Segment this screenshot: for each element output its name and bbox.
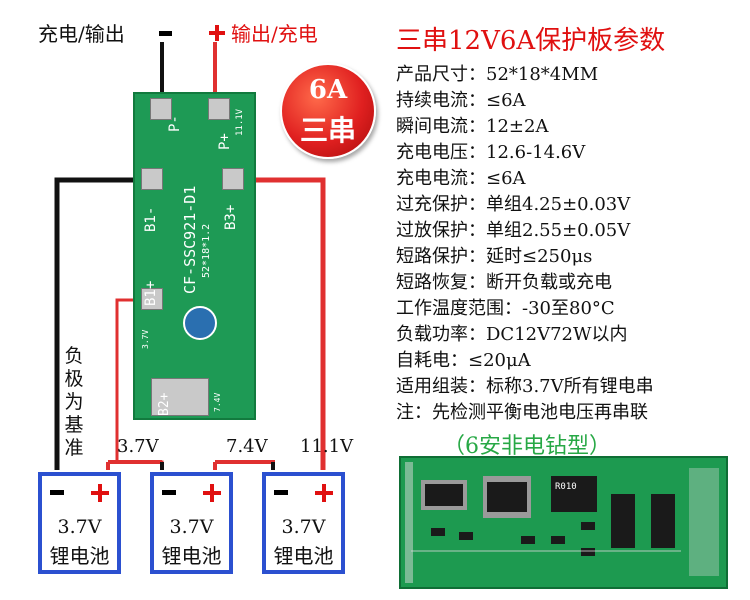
plus-terminal-icon	[91, 484, 109, 502]
pad-label-b1-minus: B1-	[143, 206, 159, 232]
resistor-label: R010	[555, 482, 577, 492]
battery-voltage: 3.7V	[57, 516, 102, 538]
minus-sign-icon	[159, 31, 172, 36]
spec-row: 充电电压：12.6-14.6V	[396, 142, 586, 163]
spec-row: 产品尺寸：52*18*4MM	[396, 64, 599, 85]
pcb-model: CF-SSC921-D1	[181, 185, 199, 294]
current-badge: 6A 三串	[280, 63, 376, 159]
minus-terminal-icon	[274, 490, 288, 495]
board-photo: R010	[399, 456, 728, 589]
spec-row: 自耗电：≤20μA	[396, 350, 531, 371]
voltage-label-3-7v: 3.7V	[117, 436, 159, 457]
spec-row: 短路恢复：断开负载或充电	[396, 272, 612, 293]
battery-3: 3.7V 锂电池	[262, 472, 345, 574]
spec-row: 适用组装：标称3.7V所有锂电串	[396, 376, 654, 397]
pad-label-3-7v: 3.7V	[141, 329, 150, 349]
spec-row: 负载功率：DC12V72W以内	[396, 324, 628, 345]
spec-row: 充电电流：≤6A	[396, 168, 526, 189]
plus-terminal-icon	[315, 484, 333, 502]
pcb-size: 52*18*1.2	[201, 223, 212, 278]
voltage-label-11-1v: 11.1V	[300, 436, 354, 457]
voltage-label-7-4v: 7.4V	[226, 436, 268, 457]
battery-1: 3.7V 锂电池	[38, 472, 121, 574]
badge-series: 三串	[299, 114, 356, 147]
label-charge-output-left: 充电/输出	[38, 22, 125, 46]
battery-2: 3.7V 锂电池	[150, 472, 233, 574]
spec-row: 瞬间电流：12±2A	[396, 116, 549, 137]
plus-sign-icon	[209, 25, 225, 41]
wire-b1-minus	[54, 177, 142, 470]
model-note: （6安非电钻型）	[443, 434, 611, 459]
wire-b2-plus	[215, 460, 275, 470]
badge-current: 6A	[308, 75, 348, 105]
pad-label-p-plus: P+	[217, 133, 233, 150]
label-output-charge-right: 输出/充电	[231, 22, 318, 46]
spec-row: 注：先检测平衡电池电压再串联	[396, 402, 648, 423]
pad-label-p-minus: P-	[167, 115, 183, 132]
battery-name: 锂电池	[161, 544, 222, 568]
pad-b2-plus	[151, 378, 209, 416]
battery-name: 锂电池	[49, 544, 110, 568]
logo-icon	[183, 306, 217, 340]
negative-reference-label: 负 极 为 基 准	[63, 345, 85, 460]
pcb-version: 11.1V	[235, 108, 245, 136]
pad-label-b1-plus: B1+	[143, 280, 159, 306]
protection-board: P- P+ 11.1V B1- B3+ CF-SSC921-D1 52*18*1…	[133, 92, 256, 420]
specs-title: 三串12V6A保护板参数	[396, 26, 666, 56]
spec-row: 过充保护：单组4.25±0.03V	[396, 194, 631, 215]
pad-b3-plus	[222, 168, 244, 190]
battery-voltage: 3.7V	[281, 516, 326, 538]
pad-b1-minus	[141, 168, 163, 190]
battery-voltage: 3.7V	[169, 516, 214, 538]
pad-label-7-4v: 7.4V	[213, 392, 222, 412]
spec-row: 持续电流：≤6A	[396, 90, 526, 111]
battery-name: 锂电池	[273, 544, 334, 568]
plus-terminal-icon	[203, 484, 221, 502]
spec-row: 短路保护：延时≤250μs	[396, 246, 593, 267]
pad-label-b2-plus: B2+	[157, 392, 172, 416]
pad-b1-plus	[141, 288, 163, 310]
spec-row: 工作温度范围：-30至80°C	[396, 298, 615, 319]
spec-row: 过放保护：单组2.55±0.05V	[396, 220, 631, 241]
minus-terminal-icon	[50, 490, 64, 495]
pad-label-b3-plus: B3+	[223, 204, 239, 230]
minus-terminal-icon	[162, 490, 176, 495]
wire-b3-plus	[250, 177, 326, 470]
board-components	[405, 462, 719, 583]
pad-p-minus	[150, 98, 172, 120]
pad-p-plus	[208, 98, 230, 120]
